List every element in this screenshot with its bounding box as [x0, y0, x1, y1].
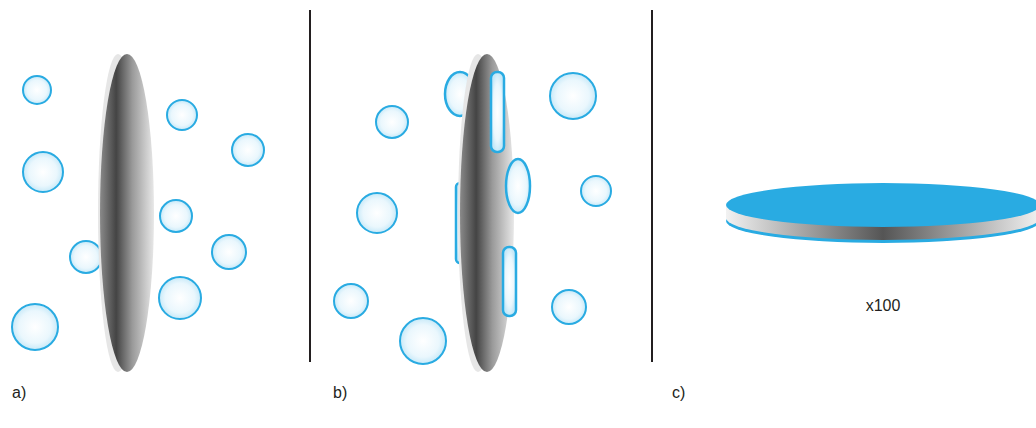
disc [458, 54, 514, 372]
panel-label: c) [672, 385, 685, 401]
disc [98, 54, 154, 372]
magnification-label: x100 [866, 298, 901, 314]
panel-divider [651, 10, 653, 362]
bubbles [334, 73, 611, 364]
panel-label: a) [12, 385, 26, 401]
panel-divider [309, 10, 311, 362]
bubbles [12, 76, 264, 350]
coated-disc [726, 183, 1036, 243]
bubbles [70, 241, 102, 273]
panel-label: b) [333, 385, 347, 401]
bubbles [491, 72, 530, 316]
